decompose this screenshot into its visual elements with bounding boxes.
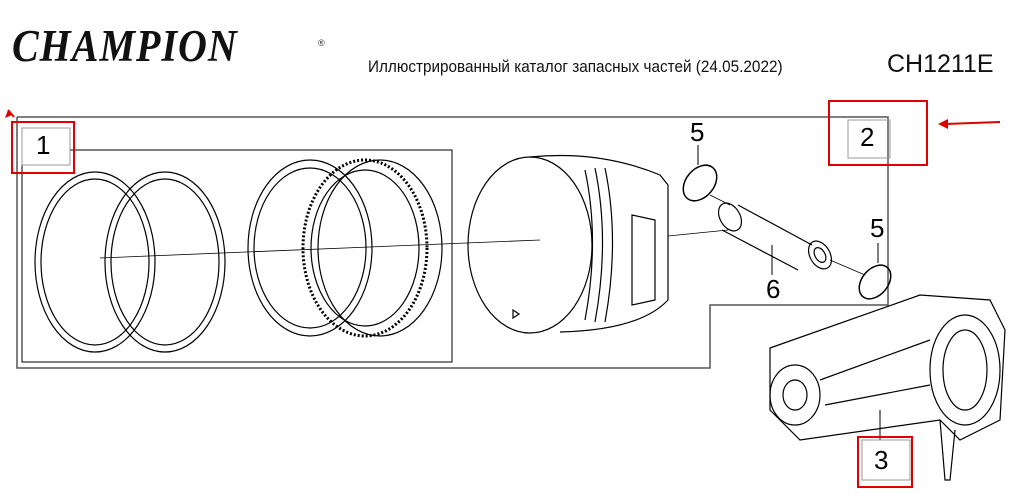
highlight-arrow (944, 121, 1001, 125)
callout-1: 1 (36, 130, 51, 160)
callout-box-3 (861, 439, 911, 481)
ring-set-frame (21, 149, 453, 363)
connecting-rod (769, 294, 1006, 481)
callout-3: 3 (874, 445, 889, 475)
piston-rings (34, 158, 443, 353)
callout-box-2 (847, 119, 891, 159)
callout-box-1 (21, 127, 71, 166)
highlight-box-3 (857, 436, 913, 488)
callout-6: 6 (766, 274, 781, 304)
axis-line (99, 239, 541, 259)
callout-5-right: 5 (870, 213, 885, 243)
highlight-box-1 (11, 121, 75, 174)
champion-logo: CHAMPION (12, 19, 238, 72)
piston-pin (717, 202, 833, 271)
assembly-frame (16, 116, 889, 369)
circlip (858, 264, 892, 300)
callout-5-left: 5 (690, 117, 705, 147)
highlight-box-2 (828, 100, 928, 166)
callout-2: 2 (860, 122, 875, 152)
model-number: CH1211E (887, 50, 994, 78)
catalog-title: Иллюстрированный каталог запасных частей… (368, 57, 783, 76)
circlip (682, 164, 718, 202)
piston (467, 154, 669, 334)
registered-mark: ® (318, 38, 325, 48)
